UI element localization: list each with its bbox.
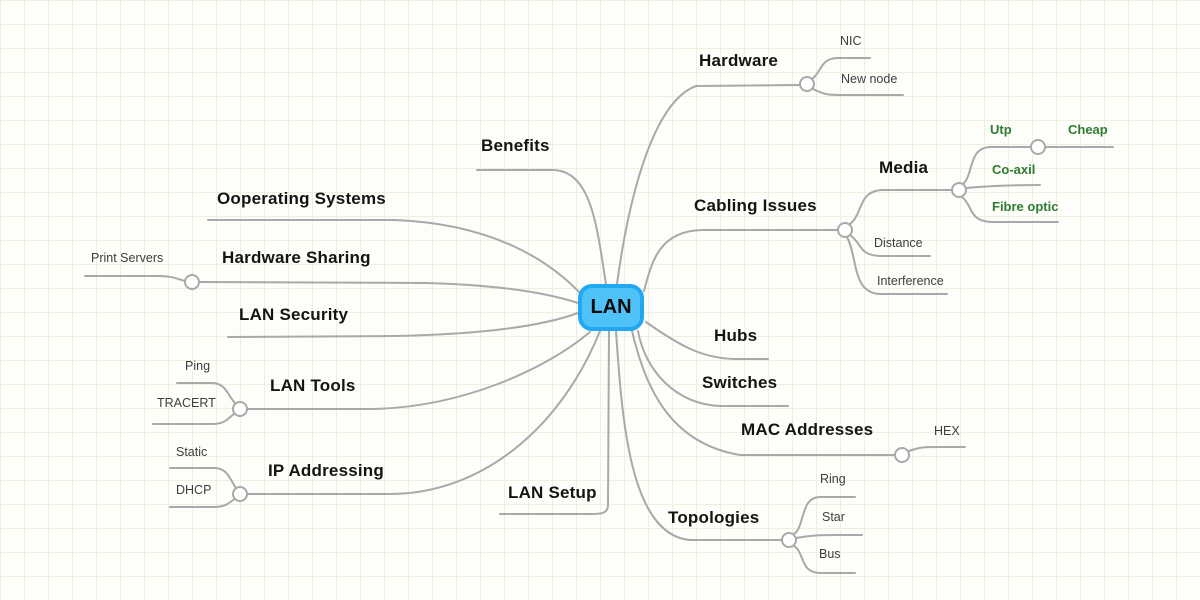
edge-lan-setup [499, 330, 610, 515]
node-cabling-issues[interactable]: Cabling Issues [694, 196, 817, 215]
edge-mac-addresses [631, 330, 896, 456]
node-hubs[interactable]: Hubs [714, 326, 758, 345]
node-tracert[interactable]: TRACERT [157, 396, 216, 410]
node-distance[interactable]: Distance [874, 236, 923, 250]
node-utp[interactable]: Utp [990, 122, 1012, 137]
node-lan-setup[interactable]: LAN Setup [508, 483, 597, 502]
node-nic[interactable]: NIC [840, 34, 862, 48]
edge-interference [846, 236, 948, 295]
node-bus[interactable]: Bus [819, 547, 841, 561]
node-star[interactable]: Star [822, 510, 845, 524]
edge-fibre-optic [961, 196, 1059, 223]
node-ooperating-systems[interactable]: Ooperating Systems [217, 189, 386, 208]
edge-ping [176, 382, 236, 404]
edge-utp [962, 146, 1031, 185]
node-hardware-sharing[interactable]: Hardware Sharing [222, 248, 371, 267]
edge-nic [811, 57, 871, 80]
edge-lan-tools [247, 331, 591, 410]
edge-lan-security [227, 312, 579, 338]
edge-hardware [616, 84, 800, 285]
node-co-axil[interactable]: Co-axil [992, 162, 1036, 177]
edge-ip-addressing [247, 330, 601, 495]
connector-lan-tools[interactable] [232, 401, 248, 417]
edge-topologies [615, 330, 782, 541]
connector-mac-addresses[interactable] [894, 447, 910, 463]
connector-topologies[interactable] [781, 532, 797, 548]
node-media[interactable]: Media [879, 158, 929, 177]
edge-switches [637, 330, 789, 407]
node-ping[interactable]: Ping [185, 359, 211, 373]
edge-ring [793, 496, 856, 535]
connector-media[interactable] [951, 182, 967, 198]
edge-dhcp [169, 498, 236, 508]
node-ring[interactable]: Ring [820, 472, 846, 486]
connector-utp[interactable] [1030, 139, 1046, 155]
edge-print-servers [84, 275, 186, 282]
connector-hardware[interactable] [799, 76, 815, 92]
edge-cabling-issues [643, 229, 838, 292]
edge-new-node [812, 88, 904, 96]
edge-tracert [152, 413, 235, 425]
node-dhcp[interactable]: DHCP [176, 483, 212, 497]
node-print-servers[interactable]: Print Servers [91, 251, 164, 265]
edge-hubs [645, 321, 769, 360]
connector-ip-addressing[interactable] [232, 486, 248, 502]
node-topologies[interactable]: Topologies [668, 508, 760, 527]
node-ip-addressing[interactable]: IP Addressing [268, 461, 384, 480]
connector-hardware-sharing[interactable] [184, 274, 200, 290]
node-switches[interactable]: Switches [702, 373, 778, 392]
edge-media [849, 189, 952, 225]
node-fibre-optic[interactable]: Fibre optic [992, 199, 1059, 214]
node-static[interactable]: Static [176, 445, 208, 459]
edge-ooperating-systems [207, 219, 580, 293]
edge-co-axil [965, 184, 1041, 189]
node-cheap[interactable]: Cheap [1068, 122, 1108, 137]
edge-distance [849, 234, 931, 257]
edge-bus [793, 545, 856, 574]
node-hex[interactable]: HEX [934, 424, 960, 438]
connector-cabling-issues[interactable] [837, 222, 853, 238]
center-node-lan[interactable]: LAN [578, 284, 644, 331]
edge-star [795, 534, 863, 539]
node-lan-security[interactable]: LAN Security [239, 305, 349, 324]
node-hardware[interactable]: Hardware [699, 51, 779, 70]
node-new-node[interactable]: New node [841, 72, 898, 86]
edge-hex [908, 446, 966, 452]
edge-static [169, 467, 237, 489]
node-interference[interactable]: Interference [877, 274, 944, 288]
node-benefits[interactable]: Benefits [481, 136, 550, 155]
edge-benefits [476, 169, 607, 285]
edge-hardware-sharing [198, 281, 579, 304]
node-lan-tools[interactable]: LAN Tools [270, 376, 356, 395]
node-mac-addresses[interactable]: MAC Addresses [741, 420, 874, 439]
